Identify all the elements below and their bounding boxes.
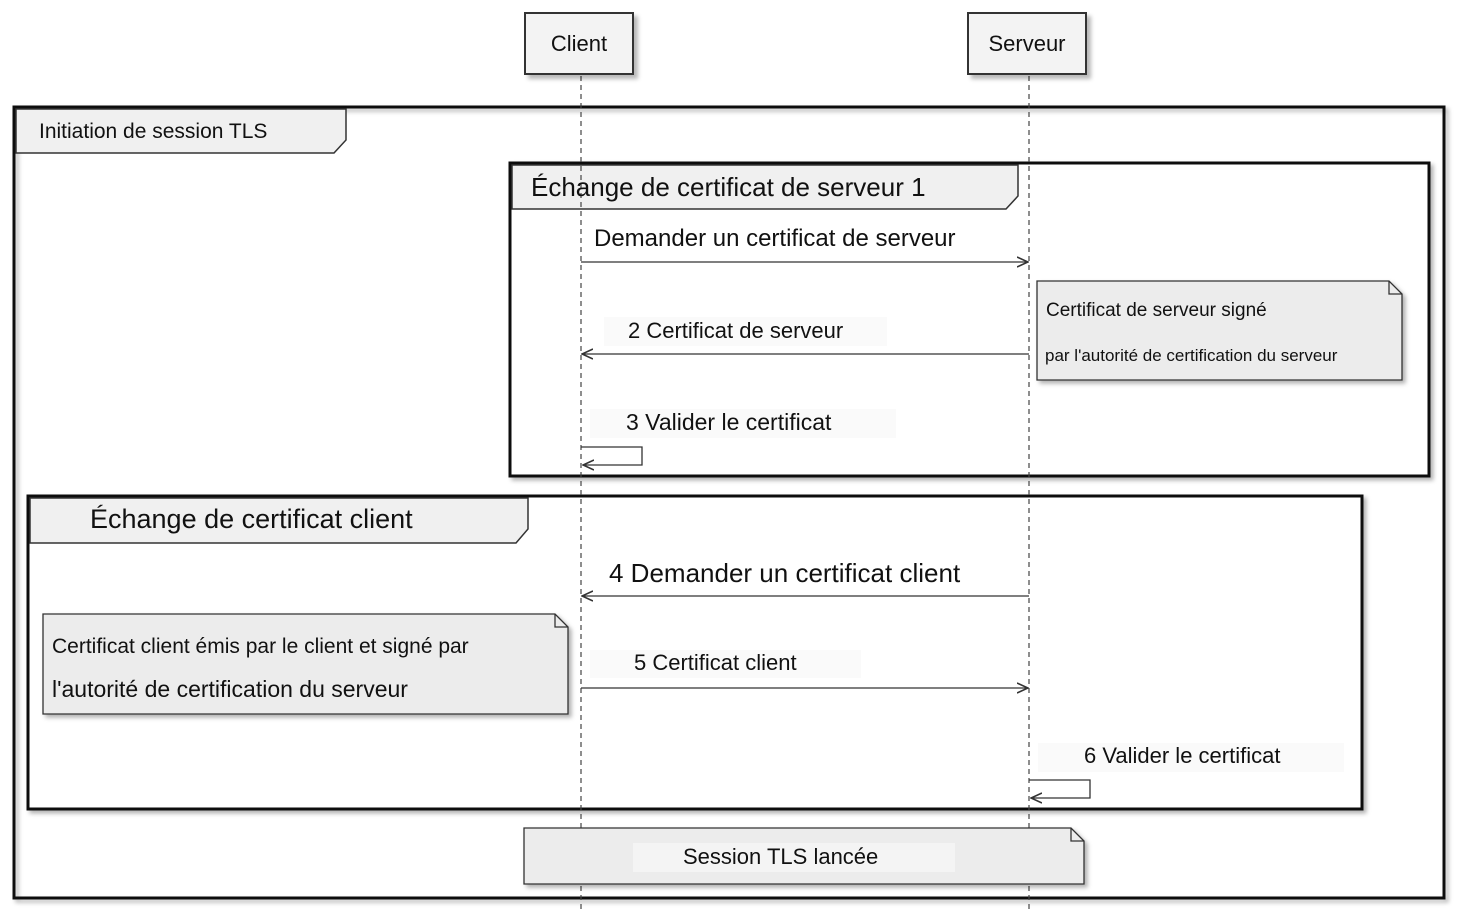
group-server-tab xyxy=(511,164,1019,210)
message-2-label: 2 Certificat de serveur xyxy=(628,318,844,343)
client-participant-label: Client xyxy=(550,30,608,56)
group-client-title: Échange de certificat client xyxy=(90,504,413,534)
message-4-label: 4 Demander un certificat client xyxy=(609,558,961,588)
server-participant: Serveur xyxy=(967,12,1087,75)
client-note-line1: Certificat client émis par le client et … xyxy=(52,635,469,658)
client-note-line2: l'autorité de certification du serveur xyxy=(52,676,408,702)
message-5-label: 5 Certificat client xyxy=(634,650,797,675)
message-3-label: 3 Valider le certificat xyxy=(626,409,832,435)
server-note-line2: par l'autorité de certification du serve… xyxy=(1045,346,1338,365)
client-note xyxy=(42,613,569,715)
group-server-title: Échange de certificat de serveur 1 xyxy=(531,172,926,202)
group-client-tab xyxy=(29,497,529,544)
message-6-self-arrow xyxy=(1029,779,1091,798)
message-6-label: 6 Valider le certificat xyxy=(1084,743,1281,768)
server-note xyxy=(1036,280,1403,381)
outer-frame xyxy=(12,105,1446,900)
server-participant-label: Serveur xyxy=(988,30,1066,56)
final-note-label: Session TLS lancée xyxy=(683,844,879,869)
outer-frame-tab xyxy=(15,108,347,154)
client-participant: Client xyxy=(524,12,634,75)
message-1-label: Demander un certificat de serveur xyxy=(594,225,956,252)
outer-frame-title: Initiation de session TLS xyxy=(39,120,268,143)
message-3-self-arrow xyxy=(581,446,643,465)
server-note-line1: Certificat de serveur signé xyxy=(1046,300,1267,321)
